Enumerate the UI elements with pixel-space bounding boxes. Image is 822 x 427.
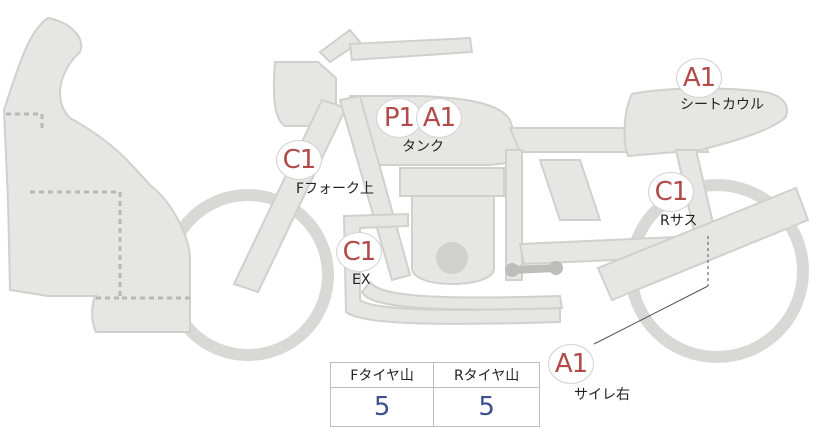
label-exhaust: EX: [352, 272, 371, 288]
label-tank: タンク: [402, 139, 444, 155]
rear-tyre-value: 5: [433, 387, 540, 427]
label-seat-cowl: シートカウル: [680, 97, 764, 113]
marker-a1-seat-cowl[interactable]: A1: [676, 58, 722, 98]
marker-c1-exhaust[interactable]: C1: [336, 232, 382, 272]
marker-c1-fork[interactable]: C1: [276, 140, 322, 180]
tyre-tread-table: Fタイヤ山 Rタイヤ山 5 5: [329, 362, 540, 427]
rear-tyre-header: Rタイヤ山: [433, 362, 540, 388]
front-cowl: [2, 16, 191, 333]
silencer: [596, 186, 810, 302]
marker-p1-tank[interactable]: P1: [376, 98, 422, 138]
cowl-guide-line: [6, 112, 44, 128]
rear-frame-plate: [538, 159, 602, 221]
foot-peg-end: [549, 261, 563, 275]
marker-a1-tank[interactable]: A1: [416, 98, 462, 138]
exhaust-pipe-lower: [360, 280, 564, 311]
foot-peg-end: [505, 263, 519, 277]
label-fork-upper: Fフォーク上: [296, 181, 375, 197]
label-silencer-right: サイレ右: [574, 387, 630, 403]
front-tyre-header: Fタイヤ山: [329, 362, 435, 388]
foot-peg: [508, 264, 560, 274]
cowl-guide-line: [30, 190, 190, 300]
handlebar-grip: [348, 36, 474, 62]
leader-line: [593, 285, 709, 345]
frame-rear-tube: [505, 149, 523, 281]
engine-top: [399, 167, 505, 197]
engine-block: [411, 195, 495, 286]
marker-c1-rear-sus[interactable]: C1: [648, 172, 694, 212]
handlebar: [318, 28, 362, 64]
engine-cover: [436, 242, 468, 274]
front-tyre-value: 5: [329, 387, 435, 427]
marker-a1-silencer[interactable]: A1: [548, 344, 594, 384]
label-rear-sus: Rサス: [660, 213, 698, 229]
